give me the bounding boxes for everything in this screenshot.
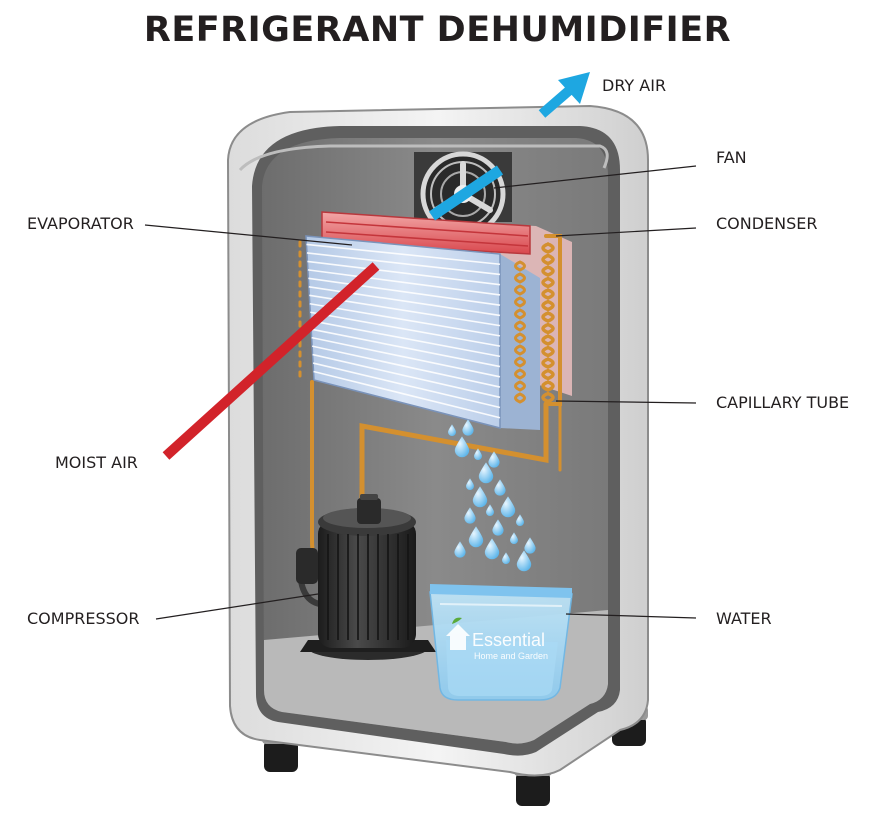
water-droplets	[448, 419, 536, 572]
label-evaporator: EVAPORATOR	[27, 214, 134, 233]
compressor	[296, 494, 436, 660]
label-water: WATER	[716, 609, 772, 628]
essential-logo	[446, 617, 470, 650]
fan-airflow-arrow	[428, 165, 504, 221]
moist-air-arrow	[162, 262, 380, 460]
water-tank	[429, 584, 573, 701]
label-compressor: COMPRESSOR	[27, 609, 140, 628]
label-dry-air: DRY AIR	[602, 76, 667, 95]
leader-lines	[144, 165, 697, 620]
watermark-brand: Essential	[472, 630, 546, 650]
label-condenser: CONDENSER	[716, 214, 818, 233]
watermark-tagline: Home and Garden	[474, 651, 549, 661]
label-fan: FAN	[716, 148, 747, 167]
dry-air-arrow	[538, 72, 590, 118]
page-title: REFRIGERANT DEHUMIDIFIER	[143, 10, 732, 50]
label-moist-air: MOIST AIR	[55, 453, 138, 472]
label-capillary-tube: CAPILLARY TUBE	[716, 393, 850, 412]
